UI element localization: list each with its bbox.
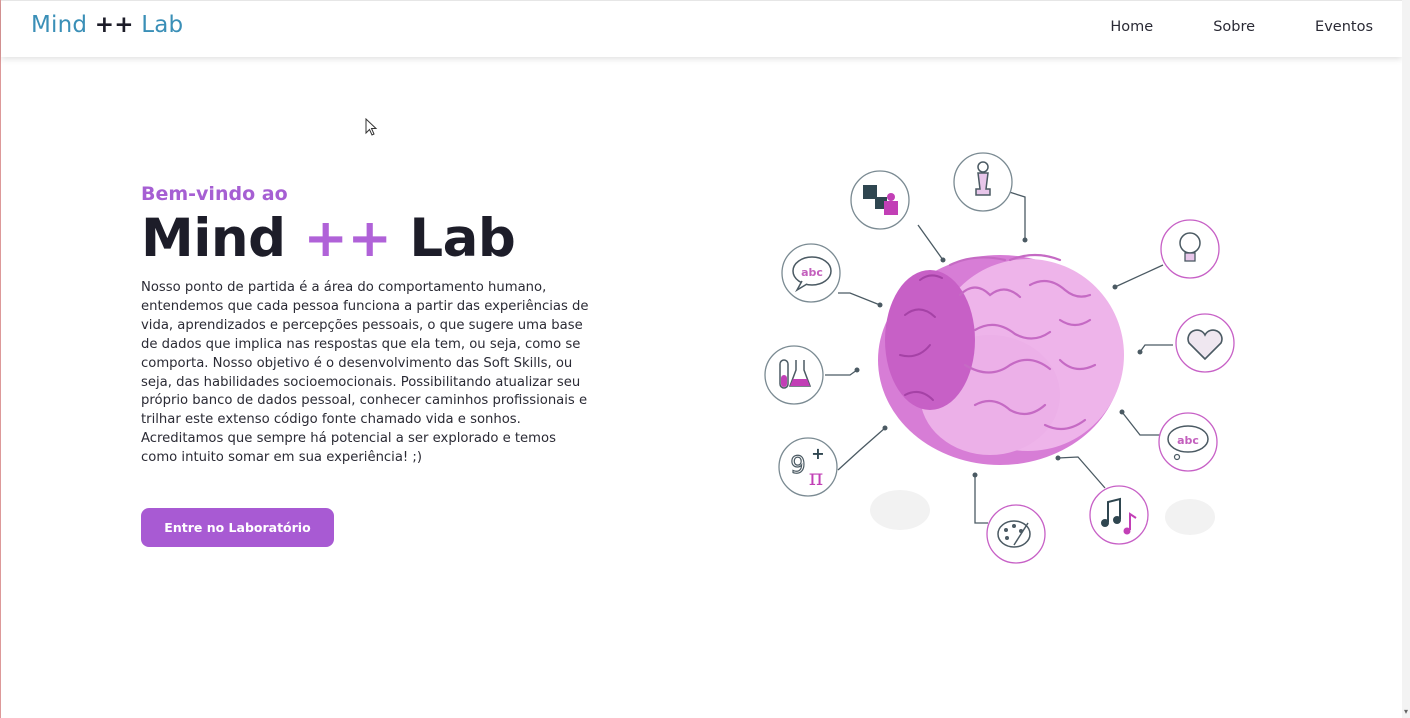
- nav-sobre[interactable]: Sobre: [1213, 19, 1256, 35]
- enter-lab-button[interactable]: Entre no Laboratório: [141, 508, 334, 547]
- svg-text:π: π: [809, 466, 823, 491]
- logo-word-lab: Lab: [141, 12, 184, 38]
- logo-word-mind: Mind: [31, 12, 88, 38]
- title-word-lab: Lab: [409, 208, 516, 269]
- heart-icon: [1175, 313, 1235, 373]
- title-plusplus: ++: [303, 208, 392, 269]
- mouse-cursor-icon: [365, 118, 378, 136]
- svg-text:9: 9: [790, 451, 805, 479]
- paint-palette-icon: [986, 504, 1046, 564]
- hero-welcome: Bem-vindo ao: [141, 183, 288, 205]
- window-left-edge: [0, 0, 1, 718]
- speech-bubble-abc-icon: abc: [781, 243, 841, 303]
- title-word-mind: Mind: [141, 208, 286, 269]
- svg-text:+: +: [811, 444, 824, 463]
- hero-description: Nosso ponto de partida é a área do compo…: [141, 280, 589, 466]
- nav-eventos[interactable]: Eventos: [1315, 19, 1373, 35]
- brain-illustration: abc abc 9 + π: [764, 152, 1235, 564]
- hero-text-block: Bem-vindo ao Mind ++ Lab Nosso ponto de …: [141, 183, 601, 468]
- scroll-down-arrow-icon[interactable]: ▾: [1403, 707, 1408, 716]
- top-navbar: Mind ++ Lab Home Sobre Eventos: [1, 0, 1402, 57]
- puzzle-icon: [850, 170, 910, 230]
- svg-text:abc: abc: [1177, 434, 1199, 447]
- lab-flask-icon: [764, 345, 824, 405]
- math-symbols-icon: 9 + π: [778, 437, 838, 497]
- brain-icon: [878, 253, 1124, 465]
- page-scrollbar[interactable]: [1402, 0, 1410, 718]
- thought-bubble-abc-icon: abc: [1158, 412, 1218, 472]
- svg-text:abc: abc: [801, 266, 823, 279]
- site-logo[interactable]: Mind ++ Lab: [31, 12, 183, 38]
- cloud-decoration-icon: [870, 490, 1215, 535]
- chess-pawn-icon: [953, 152, 1013, 212]
- main-nav: Home Sobre Eventos: [1110, 19, 1373, 35]
- hero-title: Mind ++ Lab: [141, 209, 601, 269]
- lightbulb-icon: [1160, 219, 1220, 279]
- nav-home[interactable]: Home: [1110, 19, 1154, 35]
- music-notes-icon: [1089, 485, 1149, 545]
- logo-plusplus: ++: [94, 12, 134, 38]
